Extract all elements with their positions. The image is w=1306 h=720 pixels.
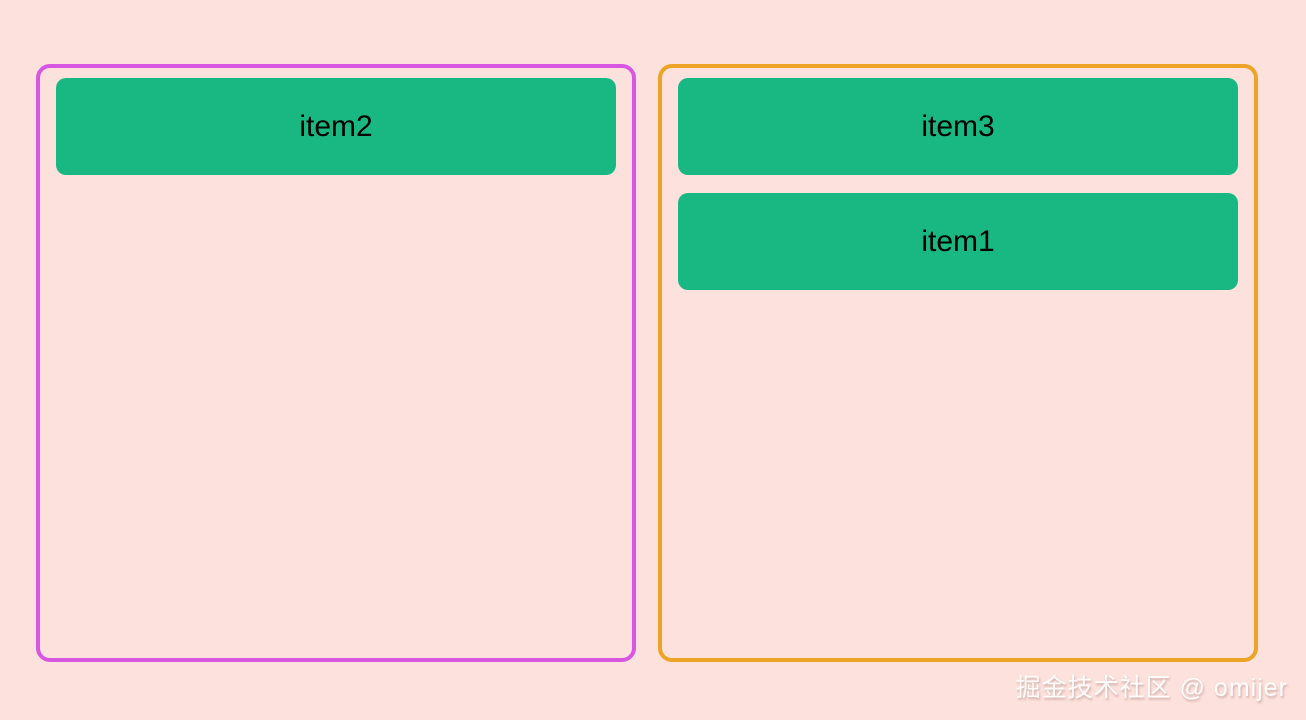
draggable-item-item2[interactable]: item2 [56, 78, 616, 175]
drop-list-right[interactable]: item3 item1 [658, 64, 1258, 662]
draggable-item-item3[interactable]: item3 [678, 78, 1238, 175]
draggable-item-item1[interactable]: item1 [678, 193, 1238, 290]
drop-list-left[interactable]: item2 [36, 64, 636, 662]
drag-board: item2 item3 item1 [36, 64, 1258, 662]
watermark: 掘金技术社区 @ omijer [1015, 674, 1288, 702]
